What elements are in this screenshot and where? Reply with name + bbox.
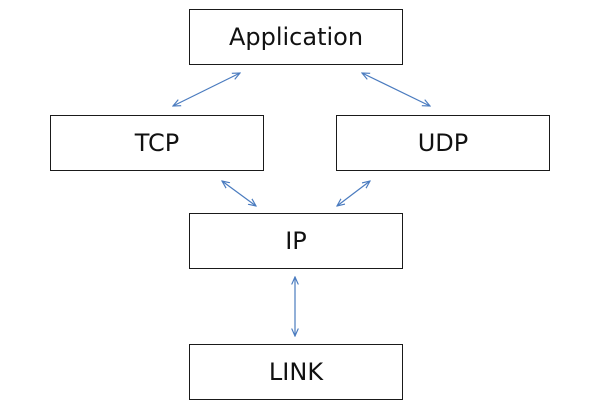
arrow-tcp-ip — [222, 181, 256, 206]
udp-layer-box: UDP — [336, 115, 550, 171]
application-layer-label: Application — [228, 23, 364, 51]
tcp-layer-label: TCP — [134, 129, 180, 157]
tcp-layer-box: TCP — [50, 115, 264, 171]
ip-layer-label: IP — [285, 227, 307, 255]
arrow-application-udp — [362, 73, 430, 106]
arrow-udp-ip — [337, 181, 370, 206]
ip-layer-box: IP — [189, 213, 403, 269]
application-layer-box: Application — [189, 9, 403, 65]
udp-layer-label: UDP — [417, 129, 469, 157]
link-layer-label: LINK — [268, 358, 324, 386]
link-layer-box: LINK — [189, 344, 403, 400]
arrow-application-tcp — [173, 73, 240, 106]
